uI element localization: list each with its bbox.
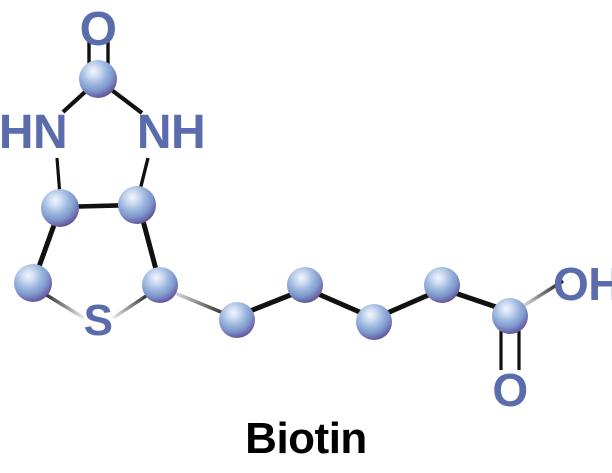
bond-s-c4 (112, 290, 153, 320)
atom-sphere-chain-3 (356, 304, 392, 340)
atom-sphere-chain-4 (424, 267, 460, 303)
atom-sphere-carboxyl-c (492, 298, 528, 334)
atom-label-nh: NH (137, 106, 205, 159)
atom-label-o-carbonyl: O (80, 3, 117, 56)
bond-carboxyl-oh (519, 279, 564, 310)
atom-label-oh: OH (553, 258, 612, 310)
atom-sphere-c6a (118, 186, 156, 224)
bond-c6-s (39, 289, 85, 320)
molecule-title: Biotin (245, 414, 367, 463)
atom-layer (14, 60, 528, 340)
atom-label-o-acid: O (492, 364, 527, 416)
atom-sphere-ch2-s (14, 264, 52, 302)
atom-sphere-carbonyl-c (79, 60, 117, 98)
atom-label-hn: HN (0, 106, 67, 159)
atom-sphere-chain-2 (287, 267, 323, 303)
bond-c6a-c4 (138, 212, 161, 278)
atom-sphere-ch-s (142, 267, 178, 303)
bond-layer (33, 40, 564, 370)
atom-sphere-chain-1 (219, 302, 255, 338)
atom-sphere-c3a (41, 189, 79, 227)
atom-label-layer: O HN NH S OH O (0, 3, 612, 416)
atom-label-s: S (84, 296, 113, 345)
